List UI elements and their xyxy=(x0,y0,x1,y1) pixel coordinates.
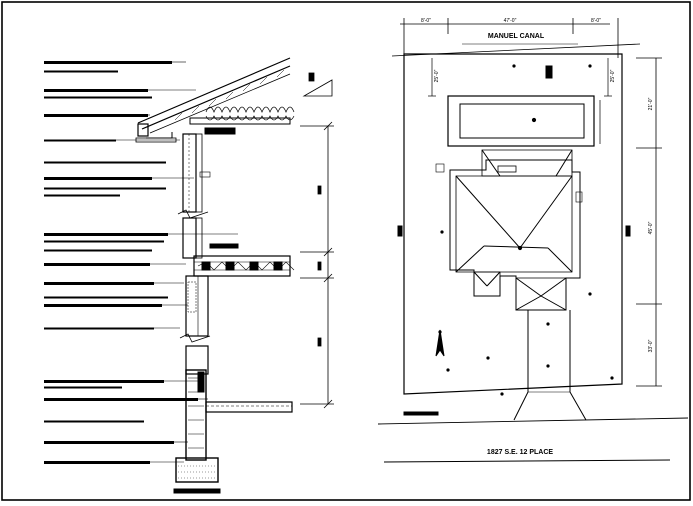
right-dim-2: 45'-0" xyxy=(648,221,654,234)
section-leader-notes xyxy=(44,61,238,464)
roof-pitch-symbol xyxy=(302,72,333,97)
leader-note-text xyxy=(44,240,164,243)
right-dim-1: 21'-0" xyxy=(648,97,654,110)
house-roof-plan xyxy=(435,149,583,311)
section-dimension-line xyxy=(300,121,334,409)
right-dimension-chain xyxy=(636,57,662,387)
leader-note-text xyxy=(44,187,166,190)
leader-note-text xyxy=(44,420,144,423)
setback-left: 25'-0" xyxy=(434,69,440,82)
street-label: 1827 S.E. 12 PLACE xyxy=(487,449,553,456)
floor-assembly xyxy=(193,243,295,277)
leader-note-text xyxy=(44,398,198,401)
north-arrow-icon xyxy=(435,329,445,357)
site-plan: MANUEL CANAL 8'-0" 47'-0" 8'-0" 21'-0" 4… xyxy=(377,18,689,463)
pool-deck xyxy=(447,95,595,147)
roof-assembly xyxy=(135,57,295,143)
top-dim-center: 47'-0" xyxy=(504,18,517,24)
wall-section-detail xyxy=(135,57,334,494)
leader-note-text xyxy=(44,194,120,197)
leader-note-text xyxy=(44,139,116,142)
elevation-points xyxy=(438,64,614,396)
leader-note-text xyxy=(44,177,152,180)
leader-note-text xyxy=(44,380,164,383)
canal-edge xyxy=(391,18,641,58)
foundation-wall xyxy=(173,369,293,494)
leader-note-text xyxy=(44,386,122,389)
leader-note-text xyxy=(44,461,150,464)
right-dim-3: 33'-0" xyxy=(648,339,654,352)
leader-note-text xyxy=(44,282,154,285)
lower-wall xyxy=(179,275,211,375)
leader-note-text xyxy=(44,296,168,299)
leader-note-text xyxy=(44,304,162,307)
canal-post xyxy=(545,65,553,79)
leader-note-text xyxy=(44,114,148,117)
pool xyxy=(459,103,585,139)
leader-note-text xyxy=(44,249,152,252)
upper-wall xyxy=(177,133,211,259)
driveway xyxy=(513,310,587,421)
leader-note-text xyxy=(44,263,150,266)
top-dim-right: 8'-0" xyxy=(591,18,601,24)
top-dim-left: 8'-0" xyxy=(421,18,431,24)
leader-note-text xyxy=(44,89,148,92)
canal-label: MANUEL CANAL xyxy=(488,33,545,40)
leader-note-text xyxy=(44,233,168,236)
leader-note-text xyxy=(44,441,174,444)
setback-markers xyxy=(428,58,612,144)
property-line xyxy=(403,53,623,395)
leader-note-text xyxy=(44,61,172,64)
setback-right: 25'-0" xyxy=(610,69,616,82)
leader-note-text xyxy=(44,70,118,73)
legend-tag xyxy=(403,411,439,416)
leader-note-text xyxy=(44,327,154,330)
leader-note-text xyxy=(44,96,152,99)
leader-note-text xyxy=(44,161,166,164)
street-edge xyxy=(377,417,689,463)
